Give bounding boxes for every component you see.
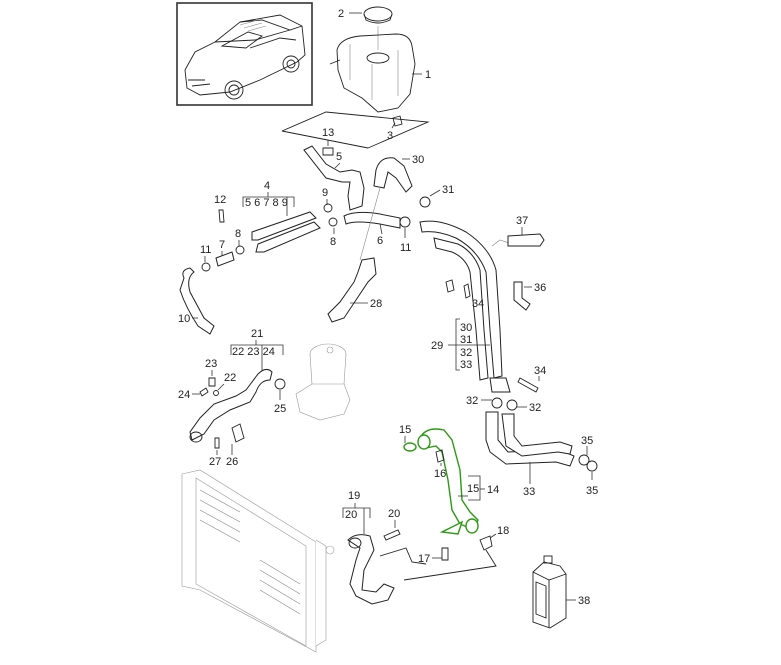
callout-34-lower: 34 [534, 365, 546, 377]
callout-22: 22 [224, 372, 236, 384]
radiator [181, 469, 335, 653]
callout-25: 25 [274, 403, 286, 415]
callout-37: 37 [516, 215, 528, 227]
water-pump [295, 343, 351, 421]
callout-2: 2 [338, 8, 344, 20]
callout-12: 12 [214, 194, 226, 206]
callout-6: 6 [377, 235, 383, 247]
vehicle-thumbnail [176, 2, 313, 106]
callout-1: 1 [425, 69, 431, 81]
callout-7: 7 [219, 239, 225, 251]
callout-21-group: 22 23 24 [232, 346, 275, 358]
callout-38: 38 [578, 595, 590, 607]
callout-4: 4 [264, 180, 270, 192]
callout-31: 31 [442, 184, 454, 196]
callout-5: 5 [336, 151, 342, 163]
highlighted-hose-14 [403, 428, 479, 535]
callout-32-right: 32 [529, 402, 541, 414]
callout-26: 26 [226, 456, 238, 468]
callout-29-sub-32: 32 [460, 347, 472, 359]
callout-19: 19 [348, 490, 360, 502]
callout-4-group: 5 6 7 8 9 [245, 197, 288, 209]
callout-33: 33 [523, 486, 535, 498]
callout-11-right: 11 [400, 242, 411, 254]
callout-35-upper: 35 [581, 435, 593, 447]
callout-23: 23 [205, 358, 217, 370]
callout-21: 21 [251, 328, 263, 340]
callout-32-left: 32 [466, 395, 478, 407]
callout-15-upper: 15 [399, 424, 411, 436]
expansion-tank [329, 6, 416, 127]
callout-30: 30 [412, 154, 424, 166]
callout-28: 28 [370, 298, 382, 310]
callout-29-sub-31: 31 [460, 334, 472, 346]
callout-24: 24 [178, 389, 190, 401]
callout-19-group: 20 [345, 509, 357, 521]
callout-14: 14 [487, 484, 499, 496]
callout-29-sub-33: 33 [460, 359, 472, 371]
callout-8-left: 8 [235, 228, 241, 240]
callout-35-lower: 35 [586, 485, 598, 497]
callout-13: 13 [322, 127, 334, 139]
coolant-bottle [532, 555, 567, 629]
callout-3: 3 [387, 130, 393, 142]
callout-16: 16 [434, 468, 446, 480]
callout-17: 17 [418, 553, 430, 565]
callout-11-left: 11 [200, 244, 211, 256]
callout-34-upper: 34 [472, 298, 484, 310]
callout-29: 29 [431, 340, 443, 352]
callout-18: 18 [497, 525, 509, 537]
callout-20: 20 [388, 508, 400, 520]
callout-8-right: 8 [330, 236, 336, 248]
callout-10: 10 [178, 313, 190, 325]
callout-36: 36 [534, 282, 546, 294]
callout-29-sub-30: 30 [460, 322, 472, 334]
callout-15-lower: 15 [467, 483, 479, 495]
callout-9: 9 [322, 187, 328, 199]
callout-27: 27 [209, 456, 221, 468]
